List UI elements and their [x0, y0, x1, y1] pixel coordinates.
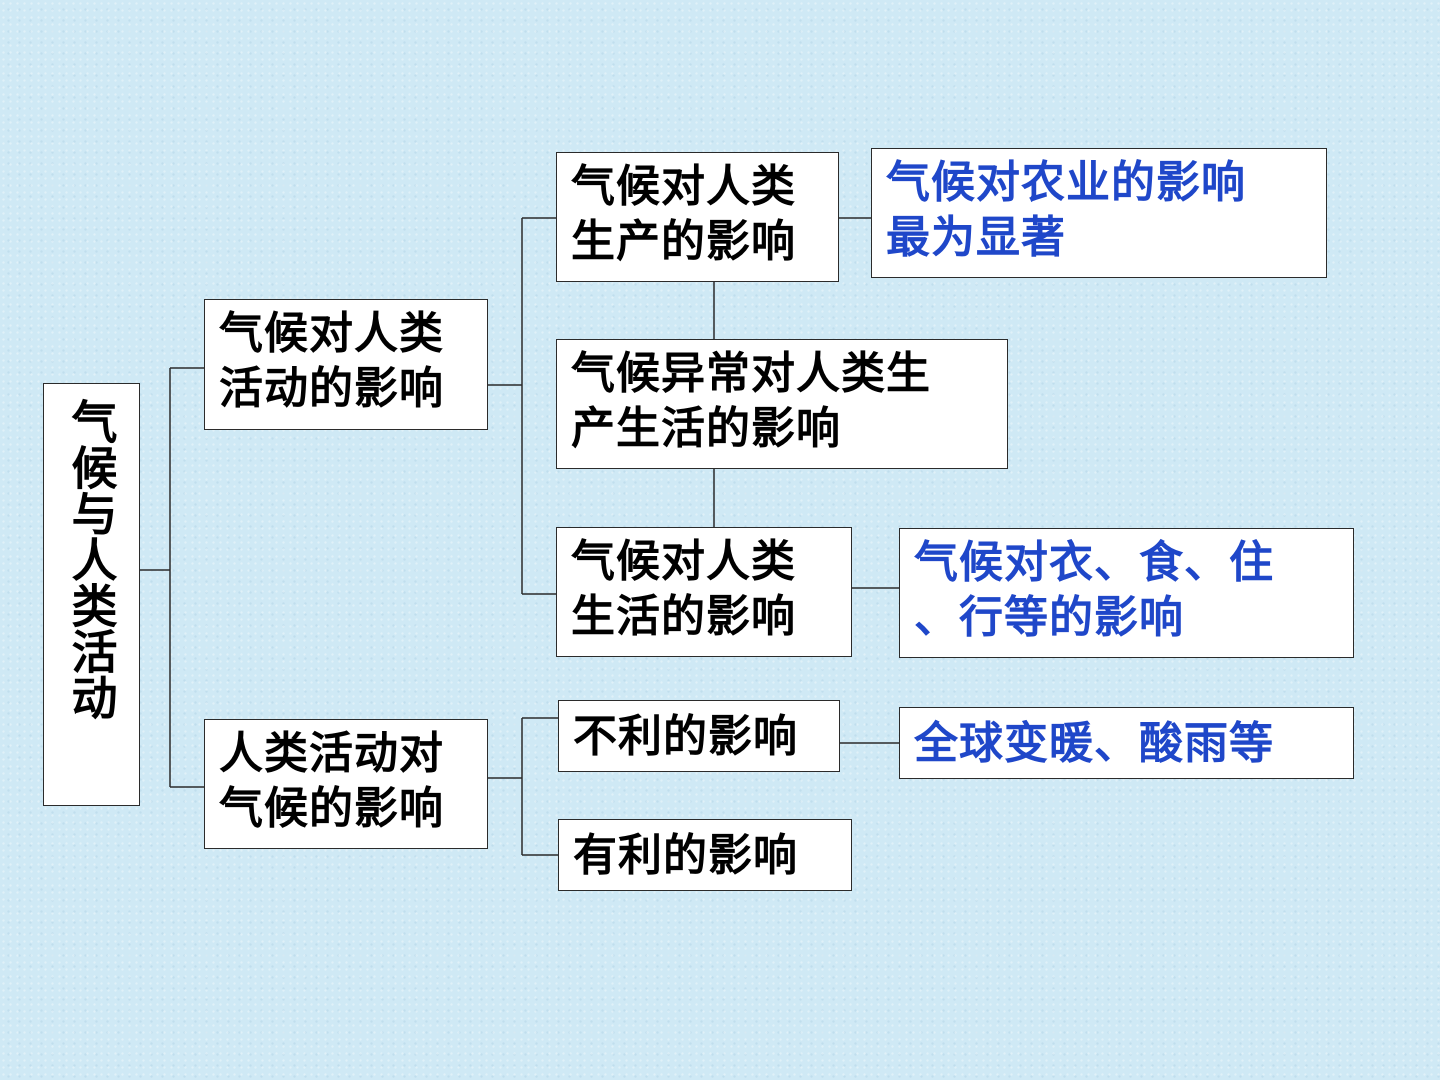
detail-agriculture: 气候对农业的影响 最为显著 — [871, 148, 1327, 278]
branch-humans-on-climate: 人类活动对 气候的影响 — [204, 719, 488, 849]
detail-warming-acid-rain: 全球变暖、酸雨等 — [899, 707, 1354, 779]
branch-climate-on-humans: 气候对人类 活动的影响 — [204, 299, 488, 430]
node-life-impact: 气候对人类 生活的影响 — [556, 527, 852, 657]
root-node: 气候与人类活动 — [43, 383, 140, 806]
node-production-impact: 气候对人类 生产的影响 — [556, 152, 839, 282]
node-positive-impact: 有利的影响 — [558, 819, 852, 891]
node-anomaly-impact: 气候异常对人类生 产生活的影响 — [556, 339, 1008, 469]
node-negative-impact: 不利的影响 — [558, 700, 840, 772]
detail-clothing-food-housing-travel: 气候对衣、食、住 、行等的影响 — [899, 528, 1354, 658]
